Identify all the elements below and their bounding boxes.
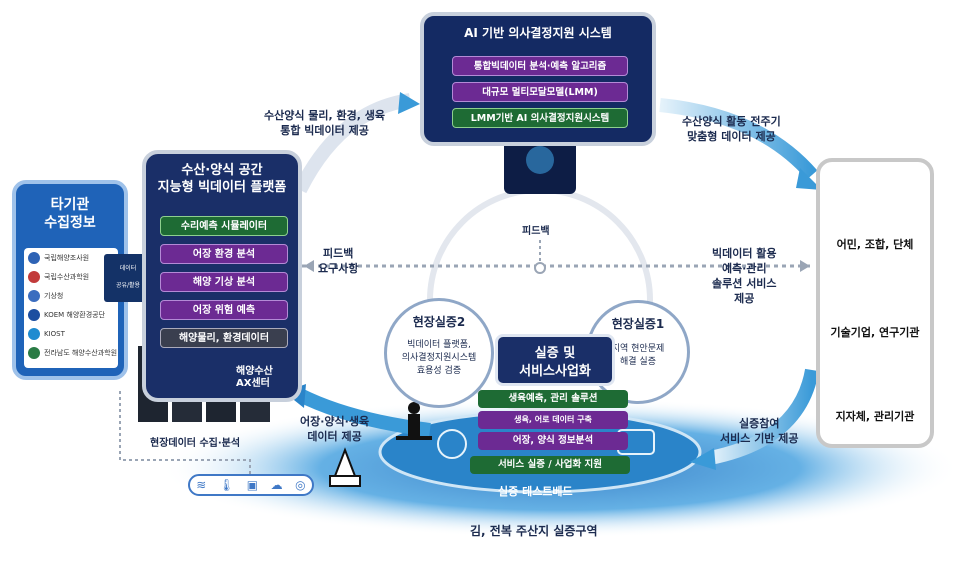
arc-bottom-right [708, 368, 819, 465]
feedback-node [534, 262, 546, 274]
bigdata-platform-title: 수산·양식 공간 지능형 빅데이터 플랫폼 [157, 163, 287, 195]
org-logo-icon [28, 289, 40, 302]
site1-title: 현장실증1 [611, 317, 665, 331]
org-logo-icon [28, 327, 40, 340]
stakeholder-companies: 기술기업, 연구기관 [830, 326, 920, 339]
tablet-glow [526, 146, 554, 174]
other-agencies-title: 타기관 수집정보 [44, 197, 96, 231]
feedback-request-label: 피드백 요구사항 [318, 247, 359, 275]
org-item: 국립수산과학원 [24, 267, 118, 286]
region-label: 김, 전복 주산지 실증구역 [470, 524, 598, 538]
ai-item: 통합빅데이터 분석·예측 알고리즘 [452, 56, 628, 76]
worker-icon [396, 402, 432, 440]
feedback-label: 피드백 [522, 226, 550, 237]
platform-item: 해양 기상 분석 [160, 272, 288, 292]
org-item: 전라남도 해양수산과학원 [24, 343, 118, 362]
org-item: 국립해양조사원 [24, 248, 118, 267]
stakeholder-fishermen: 어민, 조합, 단체 [836, 238, 914, 251]
arc-top-left [293, 93, 412, 194]
feedback-arrow-left [304, 260, 314, 272]
ai-item: 대규모 멀티모달모델(LMM) [452, 82, 628, 102]
weather-icon: ☁ [270, 478, 283, 492]
stakeholders-panel: 어민, 조합, 단체 기술기업, 연구기관 지자체, 관리기관 [816, 158, 934, 448]
service-item: 생육예측, 관리 솔루션 [478, 390, 628, 408]
org-logo-icon [28, 346, 40, 359]
label-bottom-left: 어장·양식·생육 데이터 제공 [300, 415, 370, 443]
sensor-strip: ≋ 🌡 ▣ ☁ ◎ [188, 474, 314, 496]
bigdata-service-label: 빅데이터 활용 예측·관리 솔루션 서비스 제공 [712, 247, 777, 305]
site2-circle: 현장실증2 빅데이터 플랫폼, 의사결정지원시스템 효용성 검증 [384, 298, 494, 408]
service-item: 생육, 어로 데이터 구축 [478, 411, 628, 429]
arrow-bottom-right [690, 448, 716, 470]
org-logo-icon [28, 251, 40, 264]
service-item: 서비스 실증 / 사업화 지원 [470, 456, 630, 474]
arc-top-right [659, 98, 818, 180]
site2-title: 현장실증2 [412, 315, 466, 329]
field-data-label: 현장데이터 수집·분석 [150, 438, 241, 449]
camera-icon: ▣ [246, 478, 259, 492]
buoy-icon [329, 447, 361, 487]
org-item: KIOST [24, 324, 118, 343]
testbed-label: 실증 테스트베드 [498, 485, 573, 498]
bigdata-platform-panel: 수산·양식 공간 지능형 빅데이터 플랫폼 수리예측 시뮬레이터 어장 환경 분… [142, 150, 302, 402]
ai-item: LMM기반 AI 의사결정지원시스템 [452, 108, 628, 128]
platform-item: 어장 환경 분석 [160, 244, 288, 264]
wave-icon: ≋ [196, 478, 207, 492]
stakeholder-government: 지자체, 관리기관 [835, 410, 915, 423]
platform-item: 수리예측 시뮬레이터 [160, 216, 288, 236]
platform-item: 어장 위험 예측 [160, 300, 288, 320]
org-item: KOEM 해양환경공단 [24, 305, 118, 324]
org-list: 국립해양조사원 국립수산과학원 기상청 KOEM 해양환경공단 KIOST 전라… [24, 248, 118, 368]
pilot-commercialization-box: 실증 및 서비스사업화 [495, 334, 615, 386]
ai-decision-title: AI 기반 의사결정지원 시스템 [464, 26, 612, 40]
ax-center-label: 해양수산 AX센터 [236, 366, 273, 389]
org-logo-icon [28, 308, 40, 321]
service-item: 어장, 양식 정보분석 [478, 432, 628, 450]
ai-decision-panel: AI 기반 의사결정지원 시스템 통합빅데이터 분석·예측 알고리즘 대규모 멀… [420, 12, 656, 146]
seal-icon [437, 429, 467, 459]
arrow-top-right [796, 168, 822, 190]
label-top-right: 수산양식 활동 전주기 맞춤형 데이터 제공 [682, 115, 781, 143]
feedback-arrow-right [800, 260, 810, 272]
site1-desc: 지역 현안문제 해결 실증 [611, 344, 665, 367]
org-logo-icon [28, 270, 40, 283]
oxygen-icon: ◎ [295, 478, 306, 492]
platform-item: 해양물리, 환경데이터 [160, 328, 288, 348]
sensor-path [119, 390, 251, 474]
label-bottom-right: 실증참여 서비스 기반 제공 [720, 417, 799, 445]
label-top-left: 수산양식 물리, 환경, 생육 통합 빅데이터 제공 [264, 109, 386, 137]
site2-desc: 빅데이터 플랫폼, 의사결정지원시스템 효용성 검증 [401, 340, 477, 376]
arrow-top-left [398, 92, 420, 114]
org-item: 기상청 [24, 286, 118, 305]
thermometer-icon: 🌡 [218, 478, 235, 492]
